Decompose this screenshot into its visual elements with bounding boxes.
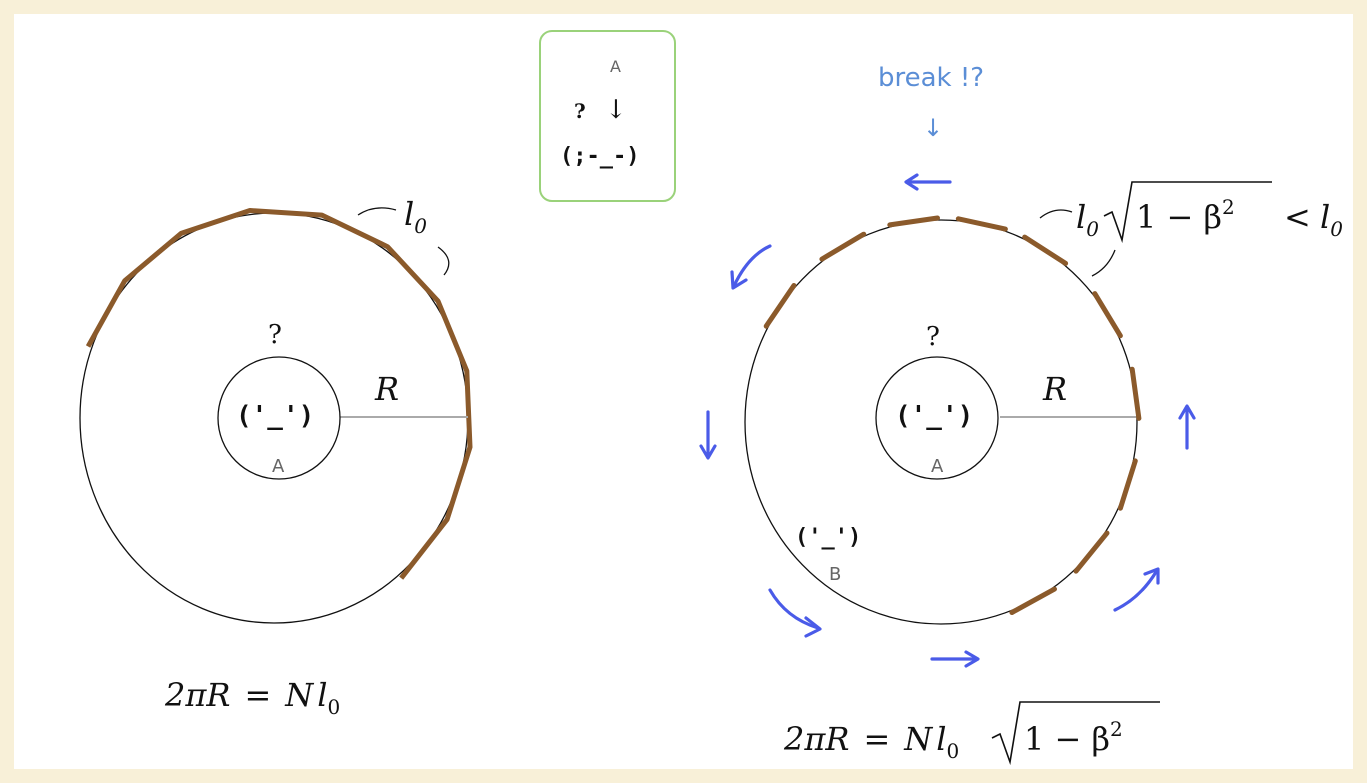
right-observer-face: ('_') — [895, 401, 973, 431]
right-segment-leader — [1040, 210, 1072, 218]
rotation-arrow-top — [906, 175, 950, 189]
left-question-mark: ? — [268, 320, 282, 350]
right-rod-segment — [958, 219, 1005, 229]
right-segment-label: l0 1 − β2 < l0 — [1076, 182, 1343, 241]
rotation-arrow-lower-right — [1115, 569, 1158, 610]
right-observer-label: A — [931, 456, 944, 477]
rim-observer-label: B — [829, 564, 841, 585]
break-label: break !? — [878, 63, 984, 93]
right-rod-segment — [1076, 533, 1107, 571]
rim-observer-face: ('_') — [795, 525, 861, 550]
right-segment-bracket — [1092, 250, 1115, 276]
right-question-mark: ? — [926, 322, 940, 352]
svg-text:2πR=Nl0: 2πR=Nl0 — [783, 720, 959, 763]
left-rod-chain — [88, 211, 470, 579]
right-rod-segment — [1132, 369, 1139, 418]
rotation-arrow-lower-left — [770, 590, 820, 636]
right-rod-segment — [890, 218, 938, 225]
left-radius-label: R — [374, 370, 399, 408]
inset-question-mark: ? — [574, 99, 586, 123]
inset-down-arrow: ↓ — [605, 95, 627, 125]
inset-face: (;-_-) — [560, 144, 639, 169]
inset-box: A ? ↓ (;-_-) — [540, 31, 675, 201]
rotation-arrow-left — [701, 412, 715, 458]
rotation-arrow-bottom — [932, 652, 978, 666]
svg-text:l0: l0 — [1320, 198, 1343, 241]
left-observer-face: ('_') — [236, 401, 314, 431]
svg-text:1 − β2: 1 − β2 — [1024, 717, 1123, 758]
left-segment-bracket — [438, 247, 449, 275]
right-rod-segment — [822, 234, 864, 259]
right-radius-label: R — [1042, 370, 1067, 408]
svg-text:1 − β2: 1 − β2 — [1136, 195, 1235, 236]
right-rod-segment — [1095, 294, 1121, 336]
right-rod-segment — [1025, 237, 1066, 263]
right-rod-segment — [1120, 461, 1135, 508]
left-segment-label: l0 — [404, 195, 427, 238]
inset-observer-label: A — [610, 57, 621, 76]
right-rod-segment — [766, 286, 794, 327]
rotation-arrow-right — [1180, 406, 1194, 448]
svg-text:l0: l0 — [1076, 198, 1099, 241]
left-observer-label: A — [272, 456, 285, 477]
rotation-arrow-upper-left — [732, 246, 770, 288]
right-rod-segment — [1012, 589, 1055, 612]
svg-text:<: < — [1284, 198, 1311, 236]
break-arrow: ↓ — [923, 114, 943, 142]
left-segment-leader — [358, 208, 396, 215]
right-diagram: l0 1 − β2 < l0 break !? ↓ ? ('_') A R ('… — [701, 63, 1343, 763]
